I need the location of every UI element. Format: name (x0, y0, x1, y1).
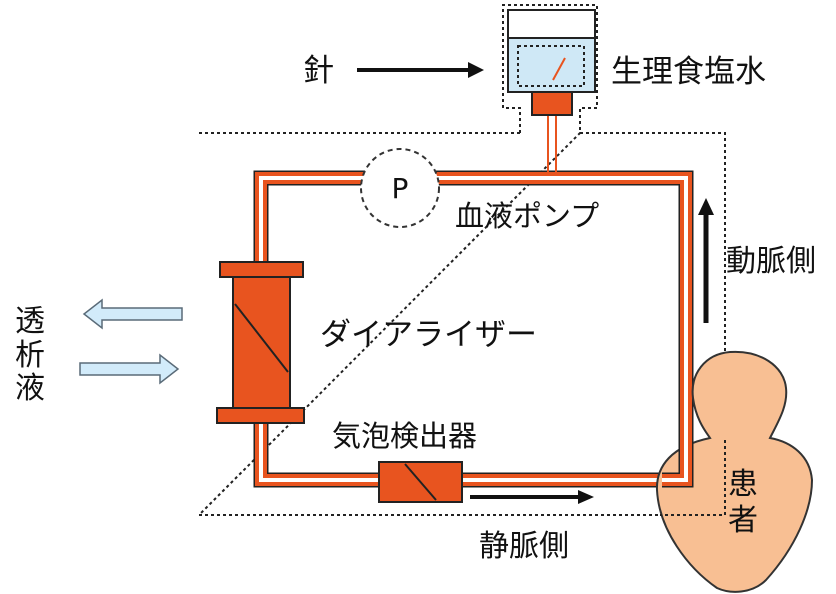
machine-boundary (196, 132, 726, 516)
pump-icon (360, 148, 440, 228)
pump-symbol: P (392, 172, 409, 205)
arterial-flow-arrow-icon (698, 198, 714, 323)
dialyzer (216, 261, 305, 424)
bubble-detector-label: 気泡検出器 (332, 419, 477, 453)
venous-side-label: 静脈側 (479, 529, 569, 564)
machine-boundary-overlay (660, 440, 726, 516)
venous-flow-arrow-icon (470, 490, 594, 504)
patient-tubing (662, 430, 694, 488)
dialysate-in-arrow-icon (79, 353, 180, 385)
needle-label: 針 (303, 53, 334, 89)
saline-line (547, 115, 557, 172)
needle-arrow-icon (357, 62, 484, 78)
blood-pump-label: 血液ポンプ (455, 199, 599, 233)
arterial-side-label: 動脈側 (726, 244, 816, 279)
patient-label-char-1: 患 (728, 467, 758, 502)
patient-silhouette (655, 350, 814, 593)
patient-label-char-2: 者 (728, 503, 758, 538)
dialysate-label-char-2: 析 (15, 338, 45, 373)
saline-boundary (502, 4, 598, 133)
saline-label: 生理食塩水 (611, 54, 766, 90)
dialysate-label-char-3: 液 (15, 371, 45, 406)
blood-tubing (253, 170, 694, 488)
dialysate-out-arrow-icon (82, 298, 183, 330)
dialyzer-label: ダイアライザー (320, 317, 537, 353)
saline-bottle (507, 9, 596, 116)
bubble-detector (378, 461, 463, 503)
dialysate-label-char-1: 透 (15, 304, 45, 339)
